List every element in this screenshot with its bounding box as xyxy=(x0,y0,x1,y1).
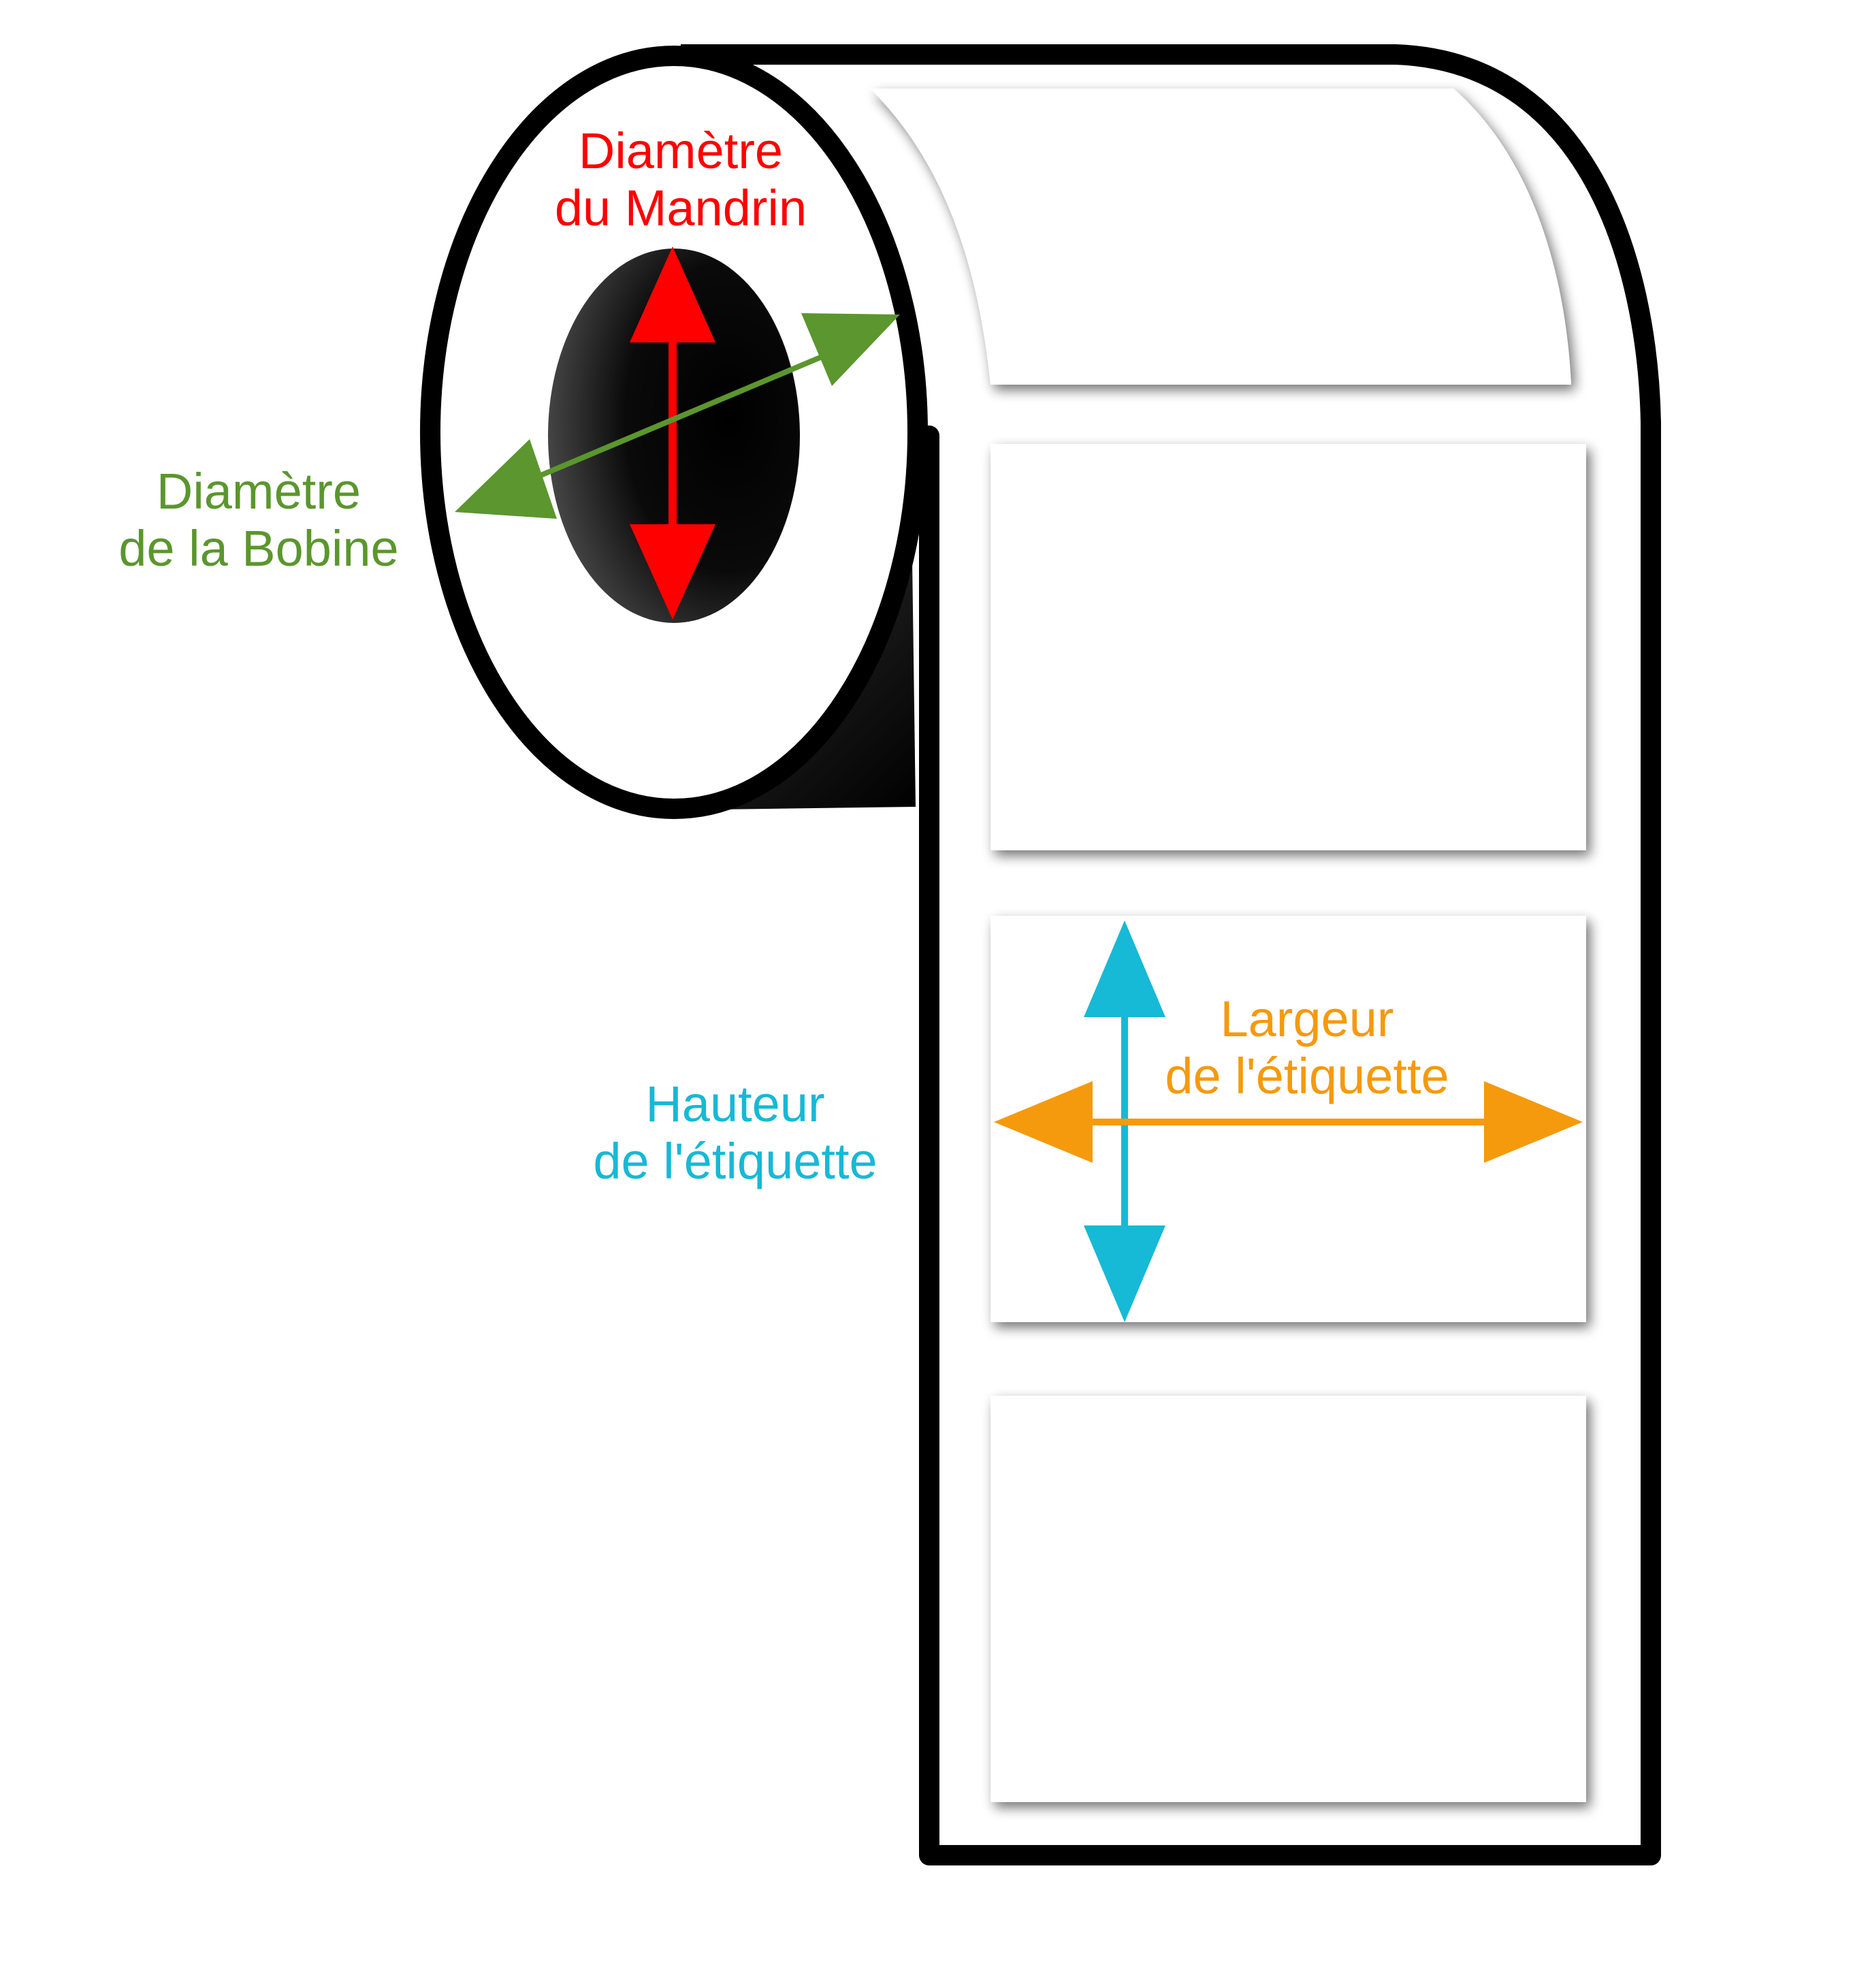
label-rect-1 xyxy=(990,444,1586,850)
label-top xyxy=(870,89,1571,385)
roll-diameter-label: Diamètre de la Bobine xyxy=(68,463,449,577)
core-diameter-arrow xyxy=(630,246,715,620)
roll-diameter-arrow xyxy=(455,313,900,519)
label-width-label-line1: Largeur xyxy=(1220,991,1394,1047)
core-diameter-label-line2: du Mandrin xyxy=(554,180,807,236)
core-diameter-label: Diamètre du Mandrin xyxy=(477,123,885,237)
roll-diameter-label-line1: Diamètre xyxy=(156,463,361,519)
label-height-label-line1: Hauteur xyxy=(645,1076,825,1132)
core-diameter-label-line1: Diamètre xyxy=(578,123,784,179)
label-width-label: Largeur de l'étiquette xyxy=(1103,991,1511,1105)
label-width-label-line2: de l'étiquette xyxy=(1165,1048,1449,1104)
label-width-arrow xyxy=(994,1081,1583,1163)
roll-side-shadow xyxy=(664,558,916,810)
roll-diameter-label-line2: de la Bobine xyxy=(118,520,399,577)
label-rect-3 xyxy=(990,1396,1586,1802)
label-height-label: Hauteur de l'étiquette xyxy=(531,1076,939,1190)
label-height-label-line2: de l'étiquette xyxy=(593,1133,877,1189)
